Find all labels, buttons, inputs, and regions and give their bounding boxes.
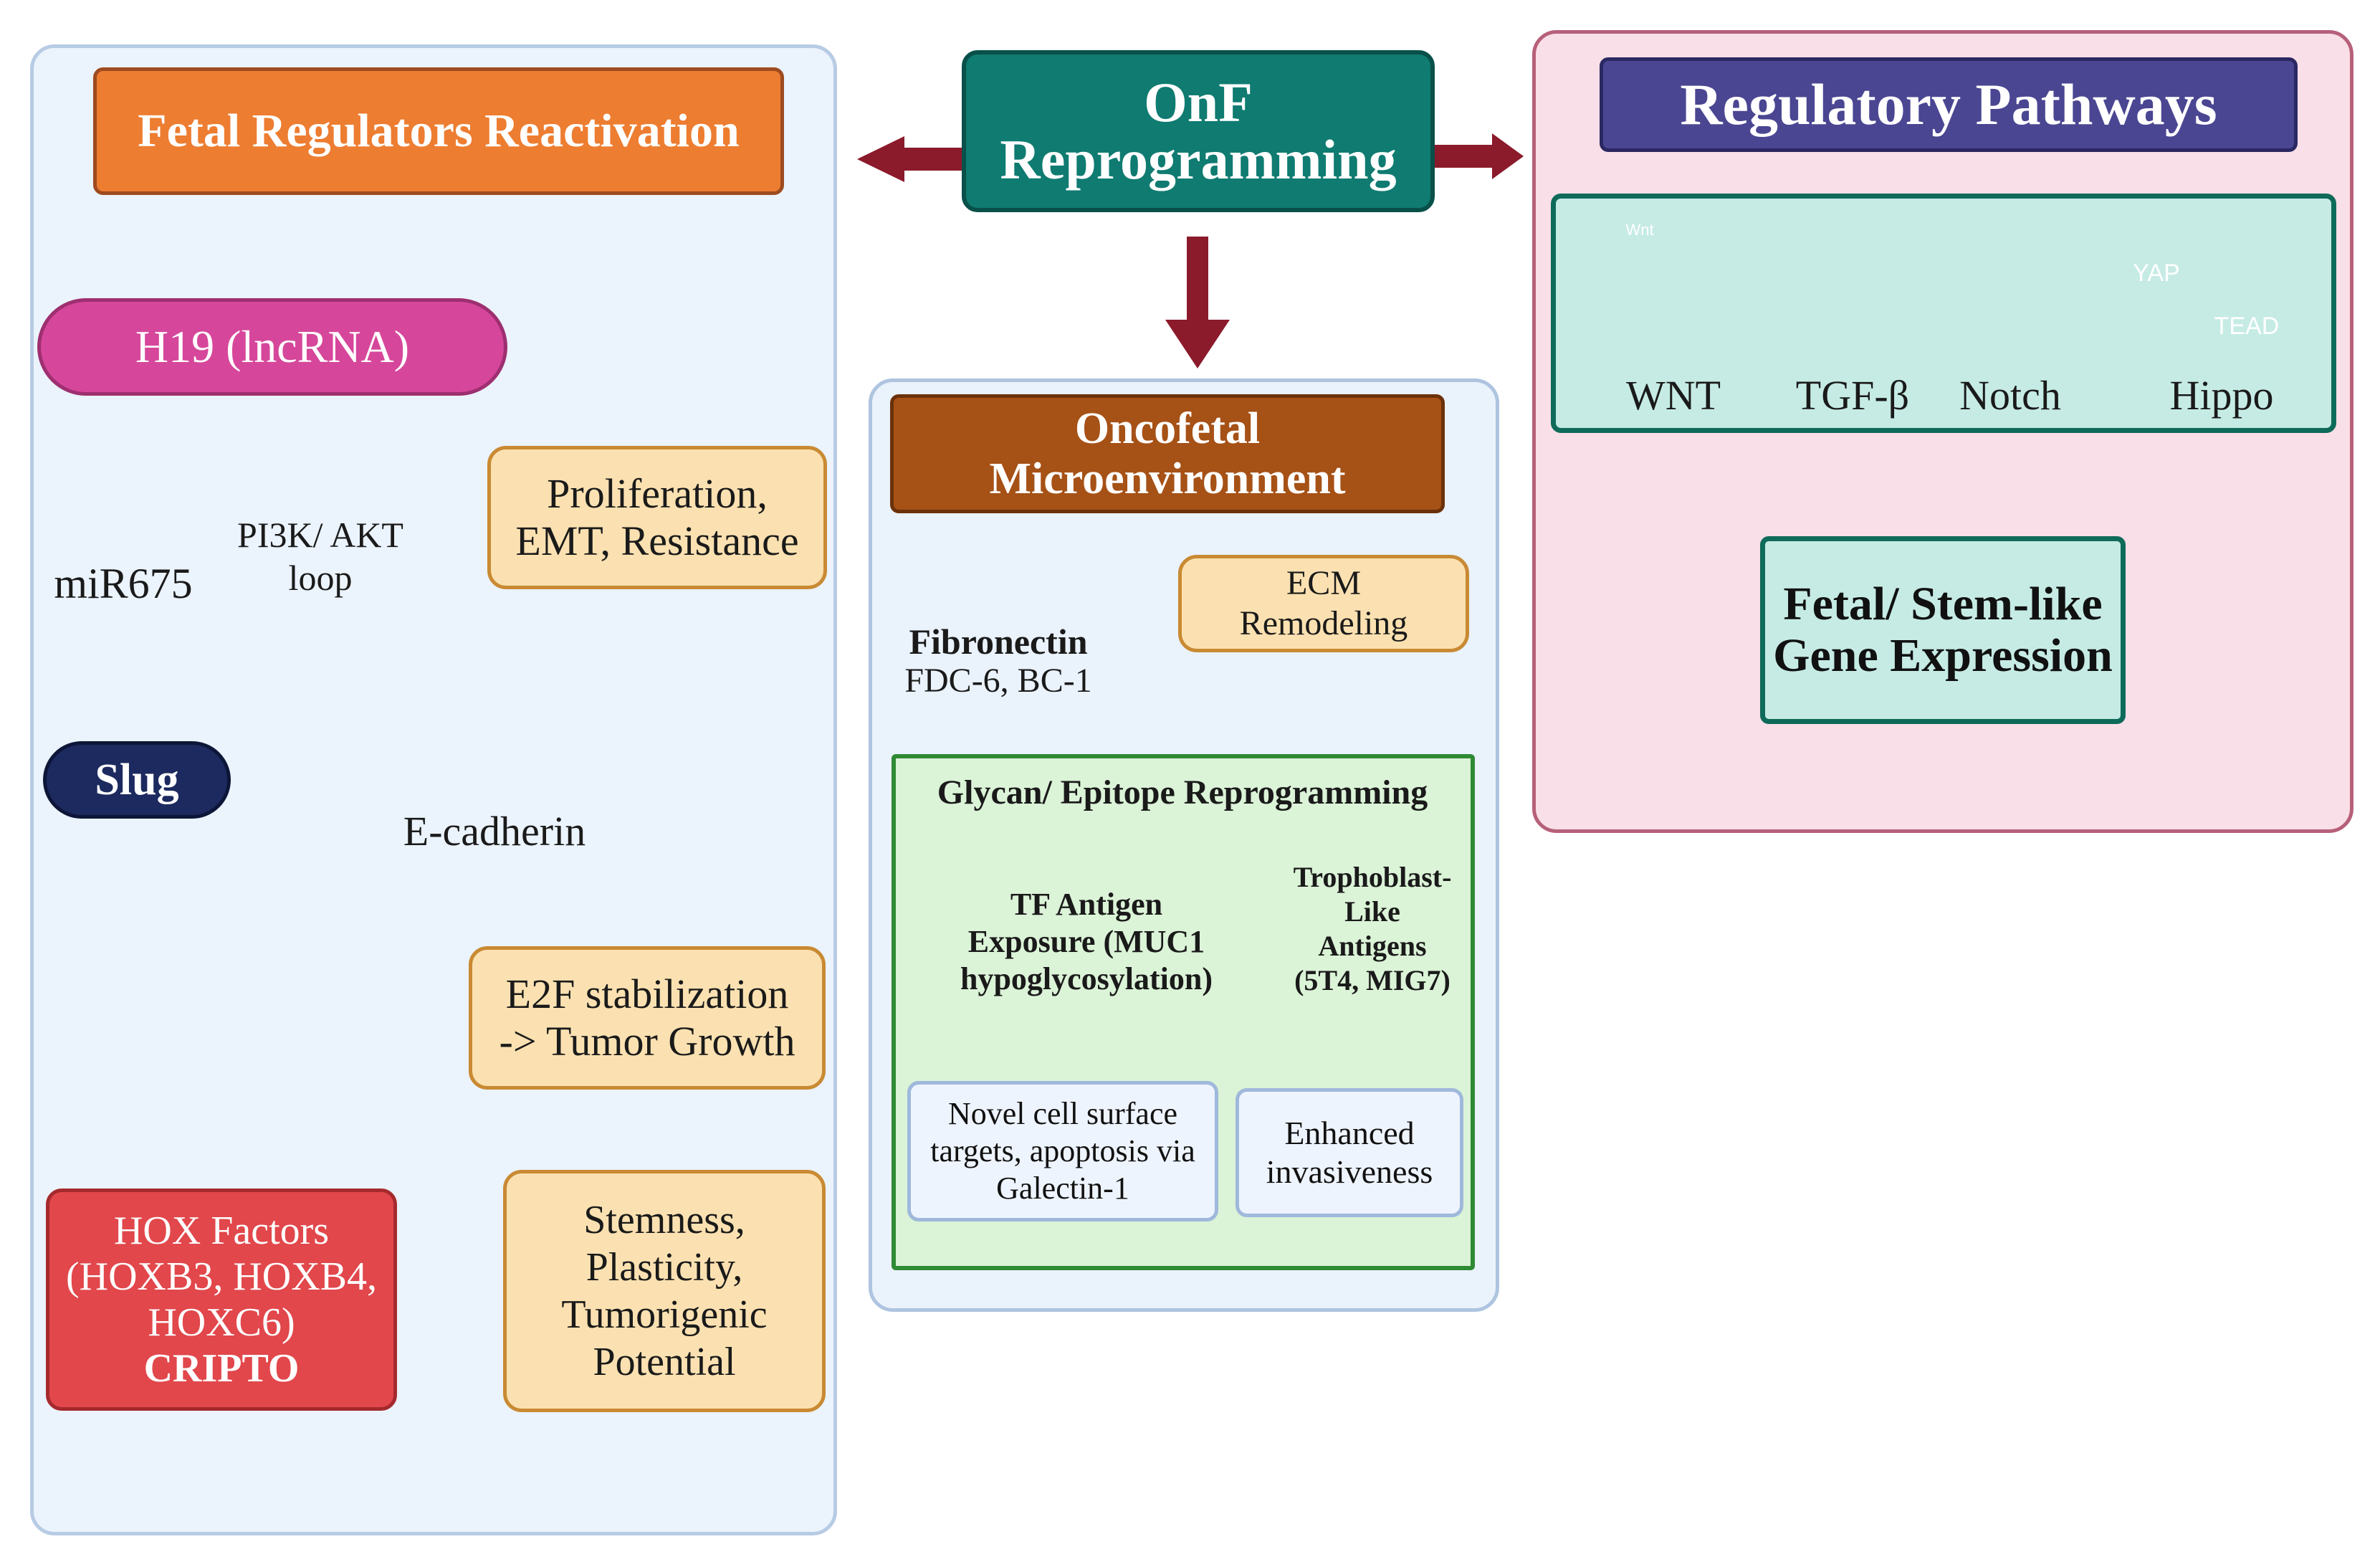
- arrow-onf-to-middle: [1165, 237, 1230, 368]
- tf-antigen-label: TF Antigen Exposure (MUC1 hypoglycosylat…: [960, 887, 1213, 996]
- pathway-label-wnt: WNT: [1625, 372, 1721, 419]
- hox-factors-box: HOX Factors (HOXB3, HOXB4, HOXC6) CRIPTO: [46, 1189, 397, 1411]
- onf-reprogramming-title: OnF Reprogramming: [962, 50, 1435, 212]
- e-cadherin-label: E-cadherin: [403, 808, 586, 854]
- e2f-box: E2F stabilization-> Tumor Growth: [469, 946, 826, 1090]
- proliferation-box: Proliferation,EMT, Resistance: [487, 446, 827, 589]
- fibronectin-label: Fibronectin: [909, 621, 1088, 662]
- trophoblast-label: Trophoblast- Like Antigens (5T4, MIG7): [1293, 861, 1452, 996]
- tead-label: TEAD: [2214, 313, 2280, 340]
- pathways-box: [1551, 194, 2336, 433]
- fetal-regulators-title: Fetal Regulators Reactivation: [93, 67, 784, 195]
- regulatory-pathways-title: Regulatory Pathways: [1600, 57, 2298, 152]
- pathway-label-tgfb: TGF-β: [1795, 372, 1910, 419]
- slug-node: Slug: [43, 741, 231, 819]
- fibronectin-sub-label: FDC-6, BC-1: [904, 662, 1092, 700]
- fetal-stem-like-box: Fetal/ Stem-like Gene Expression: [1760, 536, 2126, 724]
- wnt-tag-label: Wnt: [1625, 221, 1654, 239]
- mir675-label: miR675: [54, 560, 193, 607]
- stemness-box: Stemness, Plasticity, Tumorigenic Potent…: [503, 1170, 826, 1412]
- pathway-label-hippo: Hippo: [2169, 372, 2274, 419]
- arrow-onf-to-right: [1435, 133, 1524, 179]
- yap-label: YAP: [2133, 259, 2180, 287]
- oncofetal-microenvironment-title: Oncofetal Microenvironment: [890, 394, 1445, 513]
- novel-targets-box: Novel cell surface targets, apoptosis vi…: [907, 1081, 1218, 1221]
- h19-node: H19 (lncRNA): [37, 298, 507, 396]
- pathway-label-notch: Notch: [1959, 372, 2061, 419]
- arrow-onf-to-left: [857, 136, 962, 182]
- enhanced-invasiveness-box: Enhanced invasiveness: [1236, 1088, 1463, 1217]
- glycan-title: Glycan/ Epitope Reprogramming: [937, 773, 1428, 811]
